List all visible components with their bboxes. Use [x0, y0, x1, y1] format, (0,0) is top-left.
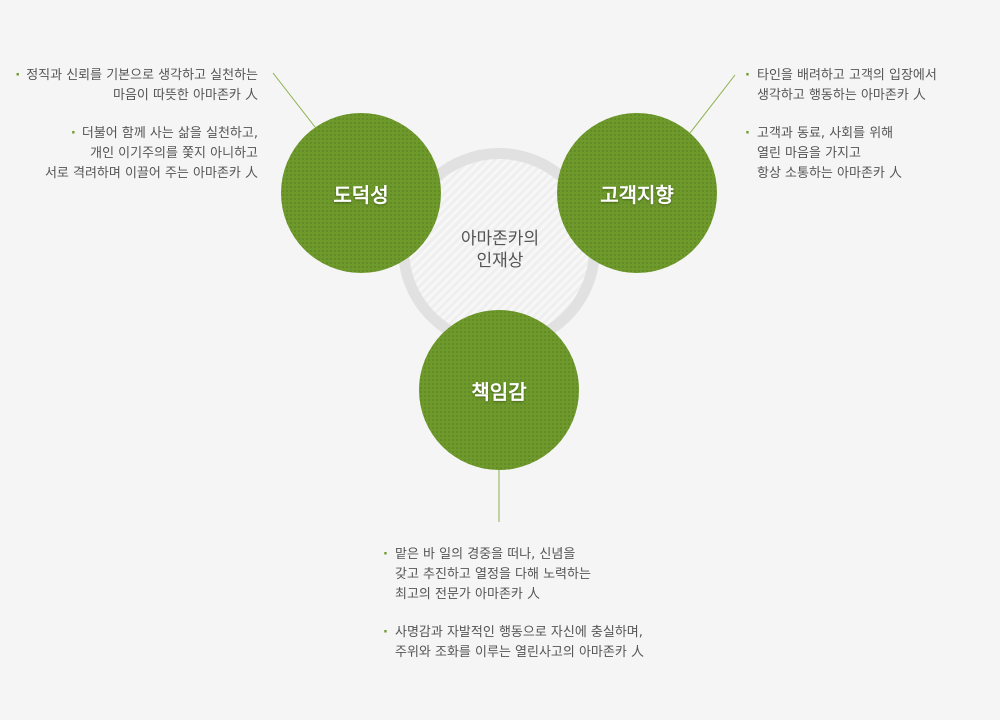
description-line: 정직과 신뢰를 기본으로 생각하고 실천하는	[0, 66, 258, 86]
description-line: 서로 격려하며 이끌어 주는 아마존카 人	[44, 166, 258, 181]
center-label-line-1: 아마존카의	[460, 229, 540, 249]
description-item: 고객과 동료, 사회를 위해 열린 마음을 가지고 항상 소통하는 아마존카 人	[745, 124, 995, 184]
description-line: 마음이 따뜻한 아마존카 人	[113, 88, 258, 103]
node-label-responsibility: 책임감	[471, 379, 527, 404]
description-morality: 정직과 신뢰를 기본으로 생각하고 실천하는 마음이 따뜻한 아마존카 人 더불…	[0, 66, 258, 202]
description-responsibility: 맡은 바 일의 경중을 떠나, 신념을 갖고 추진하고 열정을 다해 노력하는 …	[383, 545, 723, 681]
description-line: 주위와 조화를 이루는 열린사고의 아마존카 人	[395, 645, 644, 660]
description-line: 최고의 전문가 아마존카 人	[395, 587, 540, 602]
description-line: 사명감과 자발적인 행동으로 자신에 충실하며,	[395, 625, 643, 640]
node-label-morality: 도덕성	[333, 182, 389, 207]
description-line: 생각하고 행동하는 아마존카 人	[757, 88, 926, 103]
connector-morality	[272, 72, 316, 128]
description-item: 타인을 배려하고 고객의 입장에서 생각하고 행동하는 아마존카 人	[745, 66, 995, 106]
description-line: 맡은 바 일의 경중을 떠나, 신념을	[395, 547, 576, 562]
node-responsibility: 책임감	[419, 310, 579, 470]
description-line: 더불어 함께 사는 삶을 실천하고,	[0, 124, 258, 144]
center-label-line-2: 인재상	[476, 251, 524, 271]
description-line: 항상 소통하는 아마존카 人	[757, 166, 902, 181]
description-item: 더불어 함께 사는 삶을 실천하고, 개인 이기주의를 쫓지 아니하고 서로 격…	[0, 124, 258, 184]
center-label: 아마존카의 인재상	[400, 228, 600, 272]
description-line: 타인을 배려하고 고객의 입장에서	[757, 68, 937, 83]
description-line: 고객과 동료, 사회를 위해	[757, 126, 894, 141]
node-label-customer: 고객지향	[600, 182, 674, 207]
description-item: 사명감과 자발적인 행동으로 자신에 충실하며, 주위와 조화를 이루는 열린사…	[383, 623, 723, 663]
description-item: 맡은 바 일의 경중을 떠나, 신념을 갖고 추진하고 열정을 다해 노력하는 …	[383, 545, 723, 605]
connector-customer	[689, 74, 736, 134]
node-morality: 도덕성	[281, 113, 441, 273]
description-customer: 타인을 배려하고 고객의 입장에서 생각하고 행동하는 아마존카 人 고객과 동…	[745, 66, 995, 202]
description-line: 개인 이기주의를 쫓지 아니하고	[90, 146, 258, 161]
description-line: 갖고 추진하고 열정을 다해 노력하는	[395, 567, 591, 582]
description-item: 정직과 신뢰를 기본으로 생각하고 실천하는 마음이 따뜻한 아마존카 人	[0, 66, 258, 106]
description-line: 열린 마음을 가지고	[757, 146, 861, 161]
node-customer: 고객지향	[557, 113, 717, 273]
